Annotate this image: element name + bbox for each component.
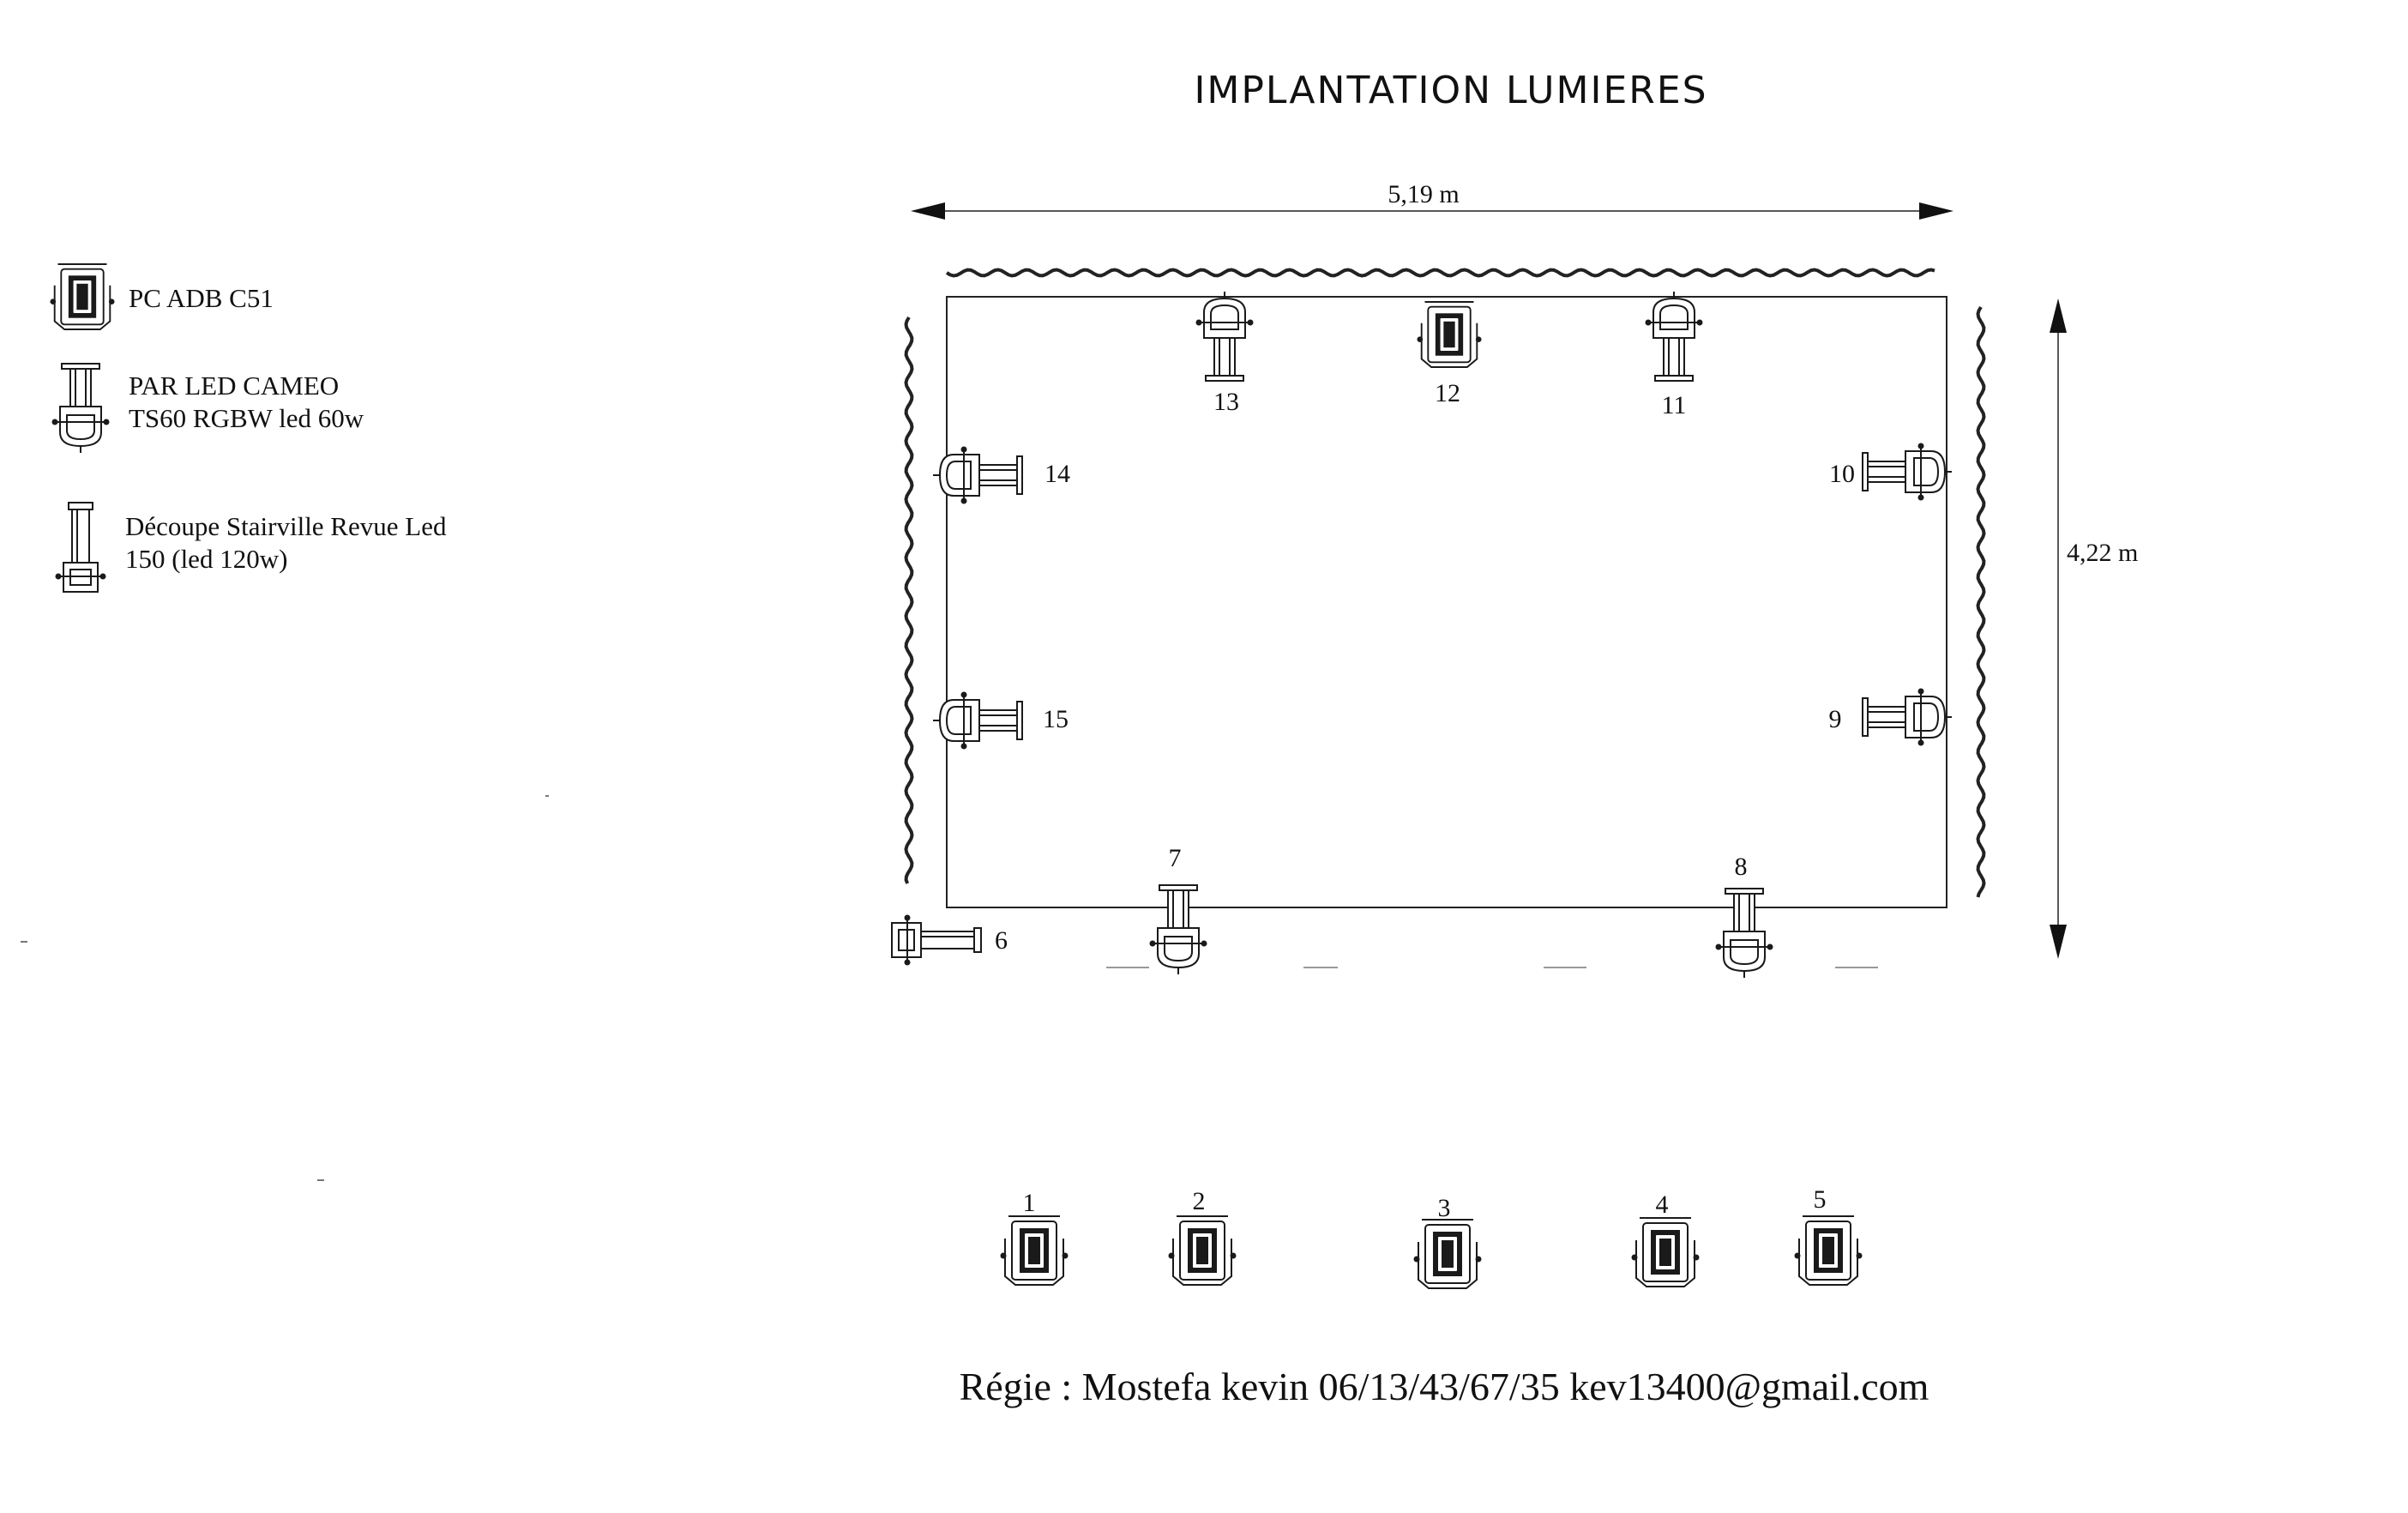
fixture-number: 3 xyxy=(1438,1194,1451,1222)
fixture-number: 6 xyxy=(995,926,1008,955)
legend-item-par: PAR LED CAMEO TS60 RGBW led 60w xyxy=(51,363,364,454)
par-led-icon xyxy=(1195,291,1255,382)
fixture-9: 9 xyxy=(1829,687,1953,747)
legend-par-label-2: TS60 RGBW led 60w xyxy=(129,403,364,433)
legend: PC ADB C51 PAR LED CAMEO TS60 RGBW led 6… xyxy=(49,263,447,593)
pc-fixture-icon xyxy=(49,263,116,330)
fixture-3: 3 xyxy=(1412,1194,1483,1289)
fixture-6: 6 xyxy=(891,913,1008,967)
legend-pc-label: PC ADB C51 xyxy=(129,283,274,313)
fixture-number: 12 xyxy=(1435,379,1460,407)
stray-marks xyxy=(21,795,549,1181)
depth-dimension: 4,22 m xyxy=(2050,298,2138,959)
fixtures: 1 2 3 4 5 6 7 8 xyxy=(891,291,1953,1289)
legend-item-pc: PC ADB C51 xyxy=(49,263,274,330)
fixture-number: 2 xyxy=(1193,1187,1206,1215)
plan-title: IMPLANTATION LUMIERES xyxy=(1194,69,1707,112)
par-led-icon xyxy=(1862,442,1953,502)
fixture-7: 7 xyxy=(1148,844,1208,975)
pc-fixture-icon xyxy=(1412,1219,1483,1289)
fixture-number: 4 xyxy=(1656,1191,1669,1219)
pc-fixture-icon xyxy=(1630,1217,1701,1287)
fixture-14: 14 xyxy=(932,445,1070,505)
curtain-left xyxy=(904,316,914,884)
fixture-2: 2 xyxy=(1167,1187,1237,1286)
fixture-number: 11 xyxy=(1662,391,1687,419)
decoupe-spot-icon xyxy=(891,913,982,967)
par-led-icon xyxy=(1148,884,1208,975)
curtain-top xyxy=(945,268,1935,278)
stage-area xyxy=(946,296,1947,908)
legend-decoupe-label-1: Découpe Stairville Revue Led xyxy=(125,511,447,541)
fixture-1: 1 xyxy=(999,1189,1069,1286)
par-led-icon xyxy=(1862,687,1953,747)
fixture-number: 5 xyxy=(1814,1185,1827,1214)
fixture-8: 8 xyxy=(1714,853,1774,979)
fixture-5: 5 xyxy=(1793,1185,1863,1286)
fixture-number: 1 xyxy=(1023,1189,1036,1217)
arrow-left-icon xyxy=(911,202,945,220)
fixture-number: 13 xyxy=(1213,388,1239,416)
fixture-number: 8 xyxy=(1735,853,1748,881)
width-label: 5,19 m xyxy=(1388,180,1459,208)
fixture-number: 9 xyxy=(1829,705,1842,733)
pc-fixture-icon xyxy=(1793,1215,1863,1286)
fixture-13: 13 xyxy=(1195,291,1255,416)
width-dimension: 5,19 m xyxy=(911,180,1953,220)
fixture-number: 15 xyxy=(1043,705,1069,733)
par-led-icon xyxy=(1714,888,1774,979)
pc-fixture-icon xyxy=(1167,1215,1237,1286)
pc-fixture-icon xyxy=(999,1215,1069,1286)
arrow-up-icon xyxy=(2050,298,2067,333)
depth-label: 4,22 m xyxy=(2067,539,2138,567)
pc-fixture-icon xyxy=(1416,301,1483,368)
par-led-icon xyxy=(51,363,111,454)
fixture-11: 11 xyxy=(1644,291,1704,419)
footer-contact: Régie : Mostefa kevin 06/13/43/67/35 kev… xyxy=(960,1365,1929,1408)
fixture-number: 7 xyxy=(1169,844,1182,872)
legend-item-decoupe: Découpe Stairville Revue Led 150 (led 12… xyxy=(54,502,447,593)
fixture-number: 14 xyxy=(1044,460,1070,488)
legend-par-label-1: PAR LED CAMEO xyxy=(129,371,339,401)
fixture-4: 4 xyxy=(1630,1191,1701,1287)
fixture-10: 10 xyxy=(1829,442,1953,502)
arrow-down-icon xyxy=(2050,925,2067,959)
fixture-number: 10 xyxy=(1829,460,1855,488)
fixture-12: 12 xyxy=(1416,301,1483,407)
arrow-right-icon xyxy=(1919,202,1953,220)
fixture-15: 15 xyxy=(932,690,1069,750)
curtain-right xyxy=(1976,305,1986,898)
par-led-icon xyxy=(1644,291,1704,382)
legend-decoupe-label-2: 150 (led 120w) xyxy=(125,544,287,574)
decoupe-spot-icon xyxy=(54,502,107,593)
